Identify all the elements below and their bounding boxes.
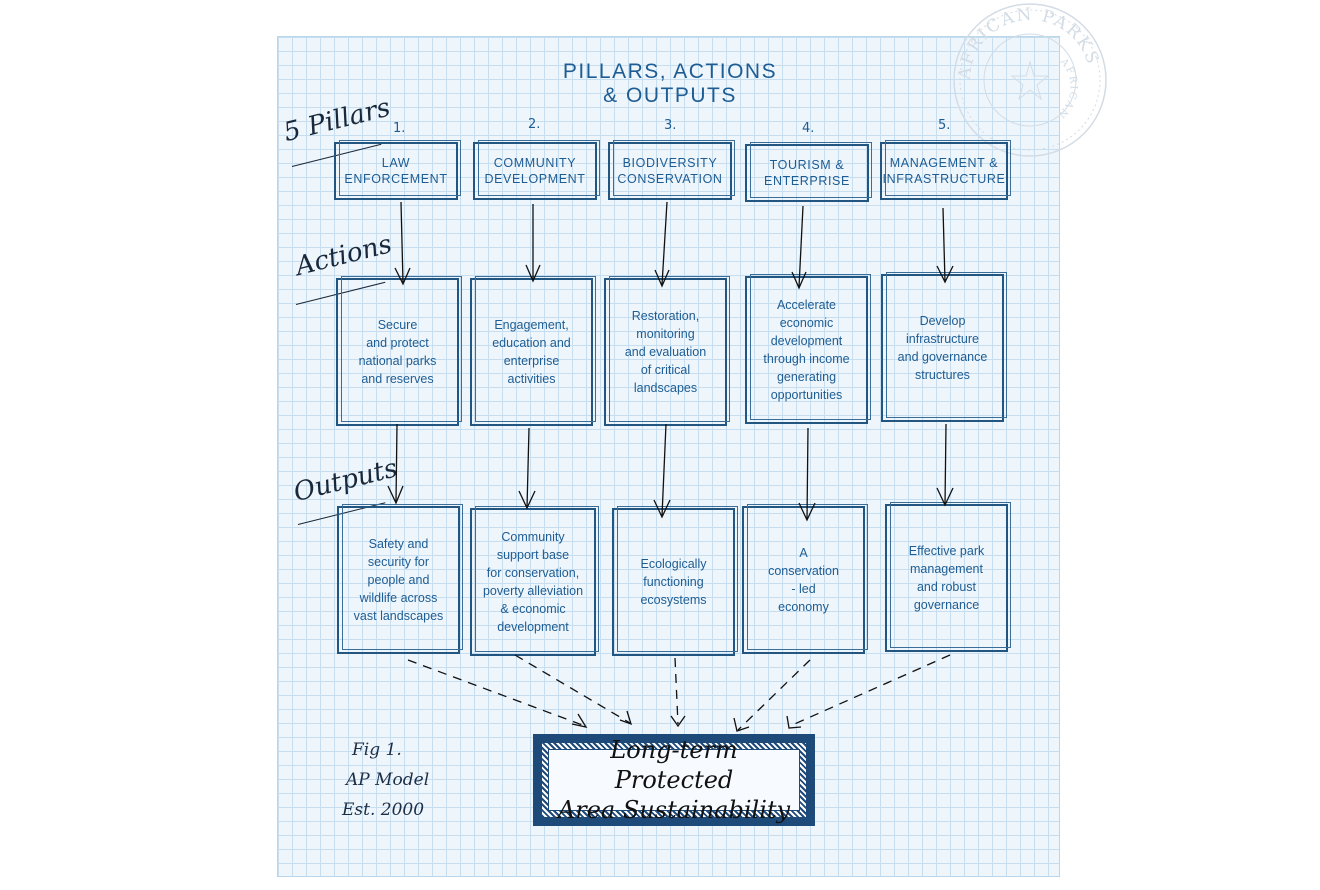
goal-box: Long-term Protected Area Sustainability <box>533 734 815 826</box>
pillar-box-management-infrastructure: MANAGEMENT & INFRASTRUCTURE <box>880 140 1011 200</box>
action-box-5: Develop infrastructure and governance st… <box>881 272 1007 422</box>
pillar-label: BIODIVERSITY CONSERVATION <box>617 156 723 186</box>
title-line-2: & OUTPUTS <box>603 84 737 107</box>
output-box-5: Effective park management and robust gov… <box>885 502 1011 652</box>
graph-paper-sheet <box>277 36 1060 877</box>
output-text: Community support base for conservation,… <box>482 530 584 634</box>
action-box-2: Engagement, education and enterprise act… <box>470 276 596 426</box>
pillar-box-law-enforcement: LAW ENFORCEMENT <box>334 140 461 200</box>
african-parks-stamp: AFRICAN PARKS AFRICAN PARKS <box>950 0 1107 157</box>
goal-text: Long-term Protected Area Sustainability <box>548 736 800 824</box>
output-box-3: Ecologically functioning ecosystems <box>612 506 738 656</box>
action-text: Engagement, education and enterprise act… <box>492 318 571 386</box>
action-text: Restoration, monitoring and evaluation o… <box>624 309 707 395</box>
pillar-number-4: 4. <box>802 121 815 136</box>
output-box-4: A conservation - led economy <box>742 504 868 654</box>
output-text: A conservation - led economy <box>768 546 839 614</box>
output-box-2: Community support base for conservation,… <box>470 506 599 656</box>
figure-note-line-3: Est. 2000 <box>342 800 425 820</box>
output-text: Safety and security for people and wildl… <box>353 537 444 623</box>
action-box-4: Accelerate economic development through … <box>745 274 871 424</box>
diagram-title: PILLARS, ACTIONS & OUTPUTS <box>540 60 800 108</box>
action-text: Secure and protect national parks and re… <box>358 318 437 386</box>
pillar-label: MANAGEMENT & INFRASTRUCTURE <box>882 156 1006 186</box>
pillar-label: COMMUNITY DEVELOPMENT <box>484 156 586 186</box>
figure-note-line-2: AP Model <box>346 770 430 790</box>
output-box-1: Safety and security for people and wildl… <box>337 504 463 654</box>
action-text: Develop infrastructure and governance st… <box>897 314 988 382</box>
output-text: Ecologically functioning ecosystems <box>640 557 707 607</box>
action-box-3: Restoration, monitoring and evaluation o… <box>604 276 730 426</box>
pillar-label: LAW ENFORCEMENT <box>344 156 448 186</box>
pillar-number-2: 2. <box>528 117 541 132</box>
pillar-box-community-development: COMMUNITY DEVELOPMENT <box>473 140 600 200</box>
figure-note-line-1: Fig 1. <box>352 740 402 760</box>
pillar-label: TOURISM & ENTERPRISE <box>764 158 850 188</box>
pillar-box-biodiversity-conservation: BIODIVERSITY CONSERVATION <box>608 140 735 200</box>
action-text: Accelerate economic development through … <box>763 298 850 402</box>
pillar-number-3: 3. <box>664 118 677 133</box>
pillar-number-5: 5. <box>938 118 951 133</box>
pillar-box-tourism-enterprise: TOURISM & ENTERPRISE <box>745 142 872 202</box>
output-text: Effective park management and robust gov… <box>908 544 985 612</box>
title-line-1: PILLARS, ACTIONS <box>562 60 778 83</box>
pillar-number-1: 1. <box>393 121 406 136</box>
